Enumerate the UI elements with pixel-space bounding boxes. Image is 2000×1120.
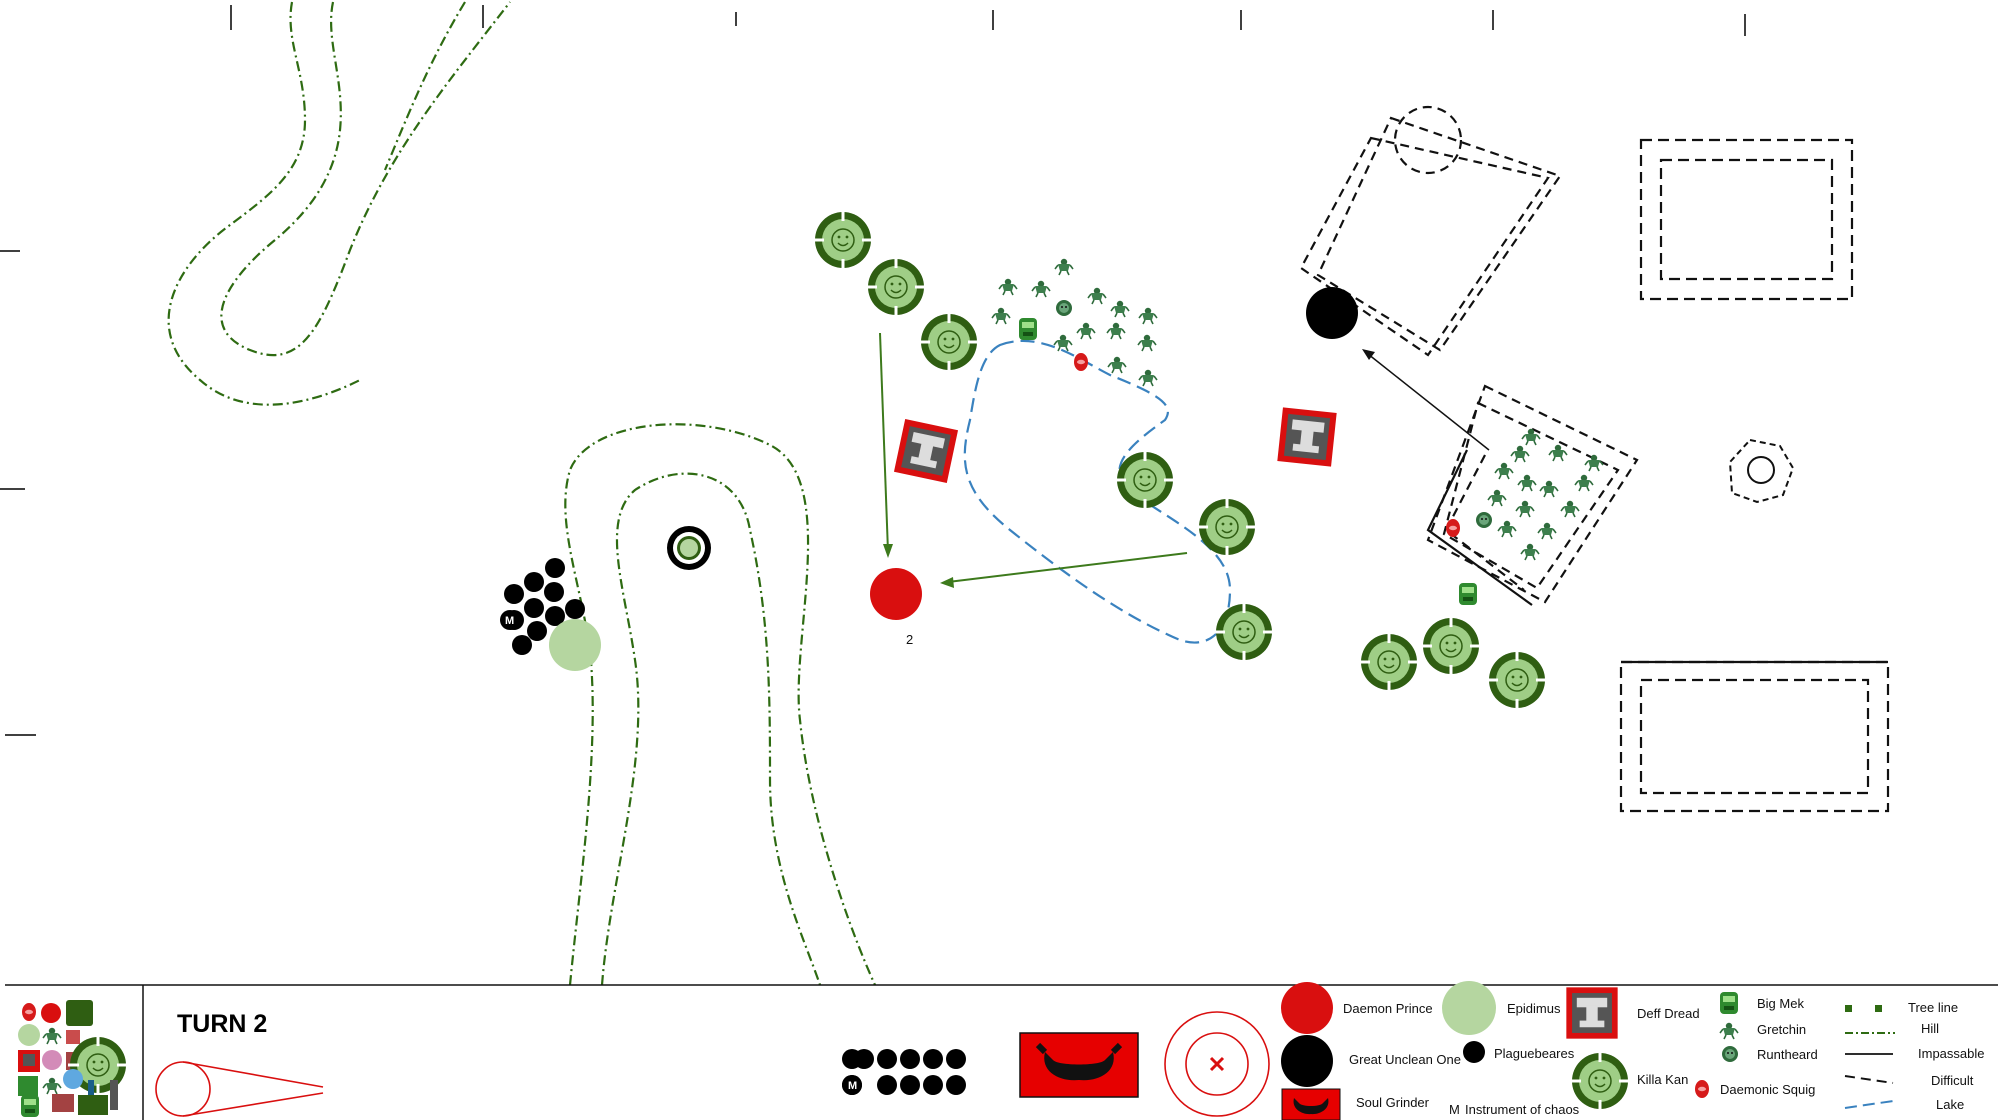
legend-great-unclean-one-swatch	[1281, 1035, 1333, 1087]
legend-plaguebearer-block: M	[842, 1049, 966, 1095]
legend-deff-dread: Deff Dread	[1637, 1006, 1700, 1021]
legend-daemonic-squig-swatch	[1695, 1080, 1709, 1098]
legend-plaguebearers-swatch	[1463, 1041, 1485, 1063]
legend-great-unclean-one: Great Unclean One	[1349, 1052, 1461, 1067]
legend-difficult-swatch	[1844, 1075, 1894, 1084]
legend-runtheard: Runtheard	[1757, 1047, 1818, 1062]
legend-soul-grinder-swatch	[1281, 1088, 1341, 1120]
lake	[963, 339, 1232, 644]
legend-big-mek: Big Mek	[1757, 996, 1804, 1011]
flame-template	[155, 1061, 324, 1117]
plaguebearers-unit: M	[500, 558, 601, 671]
legend-gretchin: Gretchin	[1757, 1022, 1806, 1037]
deff-dread-1	[893, 418, 959, 484]
hill-left	[167, 1, 511, 406]
great-unclean-one	[1306, 287, 1358, 339]
legend-big-mek-swatch	[1720, 992, 1738, 1014]
legend-instrument-letter: M	[1449, 1102, 1460, 1117]
legend-lake-swatch	[1844, 1100, 1894, 1109]
marker-number: 2	[906, 632, 913, 647]
ruin-box-top	[1639, 138, 1854, 301]
legend-hill: Hill	[1921, 1021, 1939, 1036]
epidimus-marker	[667, 526, 711, 570]
blast-template	[1164, 1011, 1270, 1117]
turn-label: TURN 2	[177, 1010, 267, 1038]
legend: Daemon Prince Epidimus Great Unclean One…	[1281, 981, 1984, 1120]
daemon-prince	[870, 568, 922, 620]
ruin-tilted	[1299, 105, 1562, 357]
legend-deff-dread-swatch	[1566, 987, 1618, 1039]
deff-dread-2	[1277, 407, 1337, 467]
legend-plaguebearers: Plaguebeares	[1494, 1046, 1575, 1061]
legend-difficult: Difficult	[1931, 1073, 1974, 1088]
svg-text:M: M	[848, 1080, 857, 1092]
move-arrows	[879, 332, 1490, 588]
svg-text:M: M	[505, 615, 514, 627]
legend-soul-grinder: Soul Grinder	[1356, 1095, 1430, 1110]
legend-impassable: Impassable	[1918, 1046, 1984, 1061]
gretchin-mob-right	[1446, 427, 1604, 605]
edge-tick-marks	[0, 5, 1746, 736]
hill-center	[564, 423, 877, 986]
legend-gretchin-swatch	[1719, 1021, 1739, 1040]
legend-tree-line-swatch	[1845, 1005, 1882, 1012]
legend-daemonic-squig: Daemonic Squig	[1720, 1082, 1815, 1097]
objective-octagon	[1728, 438, 1795, 504]
legend-daemon-prince: Daemon Prince	[1343, 1001, 1433, 1016]
legend-runtheard-swatch	[1722, 1046, 1738, 1062]
legend-daemon-prince-swatch	[1281, 982, 1333, 1034]
legend-instrument: Instrument of chaos	[1465, 1102, 1580, 1117]
gretchin-mob-top	[991, 257, 1158, 387]
unit-sprite-sheet	[18, 1000, 130, 1117]
legend-epidimus-swatch	[1442, 981, 1496, 1035]
legend-lake: Lake	[1936, 1097, 1964, 1112]
ruin-box-bottom	[1619, 660, 1890, 813]
legend-epidimus: Epidimus	[1507, 1001, 1561, 1016]
legend-tree-line: Tree line	[1908, 1000, 1958, 1015]
legend-killa-kan: Killa Kan	[1637, 1072, 1688, 1087]
ruin-diamond	[1426, 384, 1639, 606]
legend-soul-grinder-large	[1019, 1032, 1139, 1098]
